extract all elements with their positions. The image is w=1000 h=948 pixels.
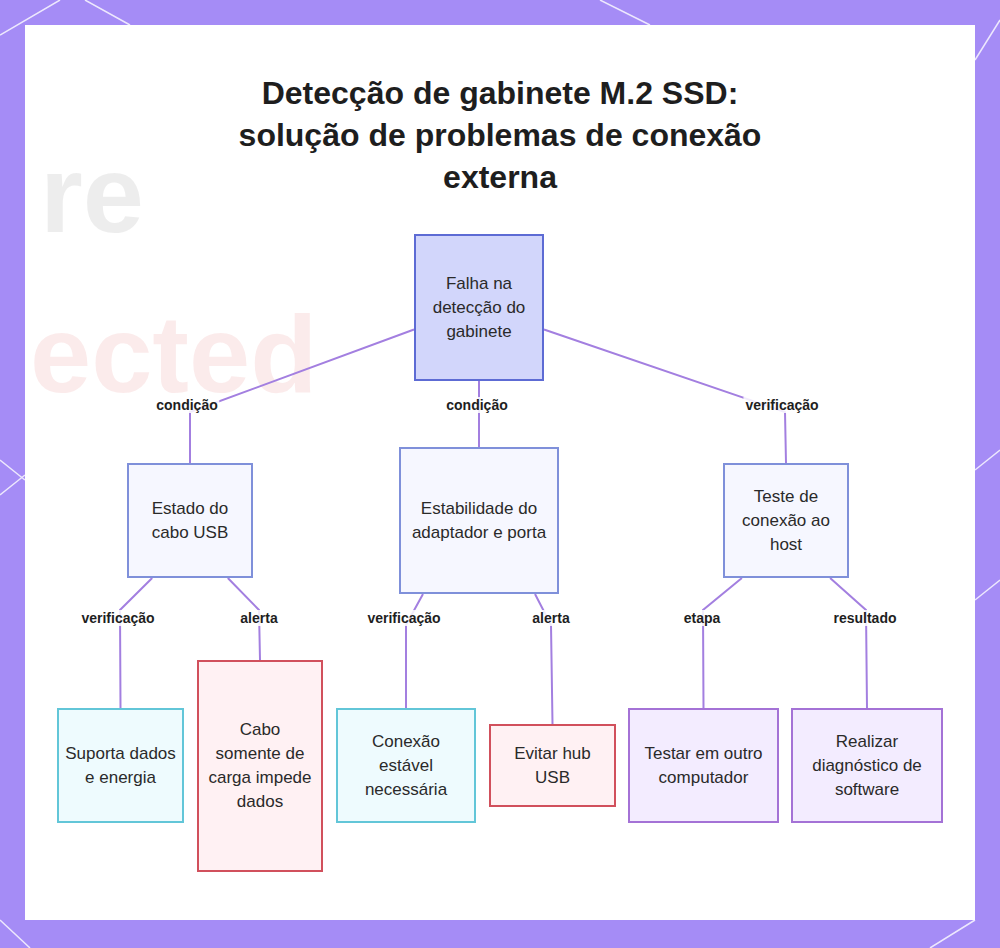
process-box: Suporta dados e energia — [57, 708, 184, 823]
node-text: Conexão estável necessária — [344, 730, 468, 802]
connector-line — [478, 381, 480, 447]
node-text: Falha na detecção do gabinete — [422, 272, 536, 344]
edge-label: verificação — [79, 610, 156, 626]
edge-label: verificação — [365, 610, 442, 626]
edge-label: etapa — [682, 610, 723, 626]
node-text: Realizar diagnóstico de software — [799, 730, 935, 802]
process-box: Evitar hub USB — [489, 724, 616, 807]
watermark-text: re — [40, 130, 144, 257]
process-box: Estabilidade do adaptador e porta — [399, 447, 559, 594]
process-box: Testar em outro computador — [628, 708, 779, 823]
process-box: Falha na detecção do gabinete — [414, 234, 544, 381]
node-text: Estado do cabo USB — [135, 497, 245, 545]
edge-label: resultado — [831, 610, 898, 626]
connector-line — [830, 578, 867, 708]
edge-label: condição — [154, 397, 219, 413]
edge-label: alerta — [238, 610, 279, 626]
process-box: Realizar diagnóstico de software — [791, 708, 943, 823]
process-box: Cabo somente de carga impede dados — [197, 660, 323, 872]
connector-line — [120, 578, 152, 708]
node-text: Testar em outro computador — [636, 742, 771, 790]
node-text: Suporta dados e energia — [65, 742, 176, 790]
connector-line — [703, 578, 742, 708]
edge-label: condição — [444, 397, 509, 413]
process-box: Estado do cabo USB — [127, 463, 253, 578]
node-text: Teste de conexão ao host — [731, 485, 841, 557]
node-text: Cabo somente de carga impede dados — [205, 718, 315, 814]
edge-label: alerta — [530, 610, 571, 626]
edge-label: verificação — [743, 397, 820, 413]
node-text: Estabilidade do adaptador e porta — [407, 497, 551, 545]
process-box: Teste de conexão ao host — [723, 463, 849, 578]
process-box: Conexão estável necessária — [336, 708, 476, 823]
diagram-title: Detecção de gabinete M.2 SSD: solução de… — [200, 72, 800, 198]
node-text: Evitar hub USB — [497, 742, 608, 790]
